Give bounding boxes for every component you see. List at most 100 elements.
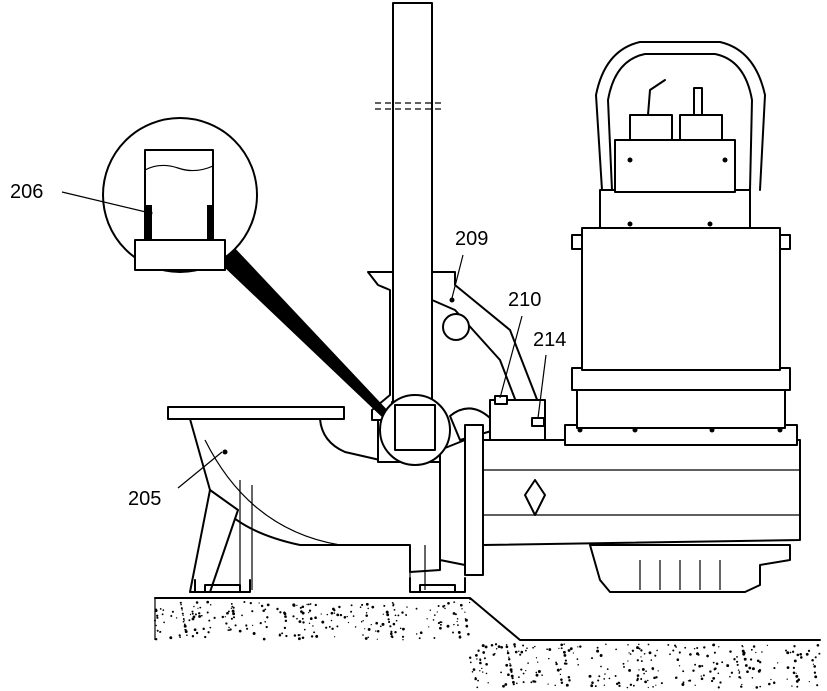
gravel-speck (652, 685, 654, 688)
gravel-speck (591, 657, 593, 660)
gravel-speck (626, 686, 629, 689)
gravel-speck (563, 643, 565, 645)
gravel-speck (371, 605, 375, 609)
gravel-speck (264, 608, 267, 611)
gravel-speck (490, 644, 494, 647)
gravel-speck (522, 644, 525, 647)
gravel-speck (415, 607, 418, 610)
gravel-speck (406, 606, 408, 608)
gravel-speck (182, 614, 184, 617)
gravel-speck (517, 676, 520, 679)
gravel-speck (284, 615, 287, 618)
gravel-speck (812, 663, 815, 665)
gravel-speck (381, 622, 385, 626)
callout-214: 214 (533, 329, 566, 351)
gravel-speck (509, 662, 511, 665)
gravel-speck (718, 646, 720, 648)
gravel-speck (338, 605, 341, 609)
gravel-speck (520, 650, 524, 654)
gravel-speck (266, 616, 269, 619)
gravel-speck (184, 630, 188, 634)
gravel-speck (509, 668, 513, 672)
gravel-speck (367, 607, 369, 610)
gravel-speck (676, 658, 680, 661)
gravel-speck (678, 665, 681, 667)
gravel-speck (397, 614, 400, 617)
gravel-speck (206, 600, 210, 604)
gravel-speck (508, 656, 510, 658)
gravel-speck (606, 668, 609, 670)
gravel-speck (390, 632, 393, 635)
gravel-speck (299, 606, 302, 609)
gravel-speck (464, 611, 466, 613)
gravel-speck (555, 662, 558, 666)
gravel-speck (388, 620, 391, 624)
gravel-speck (437, 605, 440, 607)
gravel-speck (688, 679, 692, 682)
gravel-speck (759, 685, 762, 688)
gravel-speck (183, 620, 185, 622)
gravel-speck (652, 668, 654, 671)
gravel-speck (647, 643, 650, 646)
gravel-speck (577, 663, 580, 666)
gravel-speck (541, 674, 543, 676)
gravel-speck (638, 643, 640, 646)
gravel-speck (213, 616, 216, 620)
gravel-speck (191, 635, 195, 638)
gravel-speck (631, 649, 635, 652)
gravel-speck (383, 604, 386, 607)
gravel-speck (750, 648, 753, 651)
gravel-speck (509, 664, 512, 667)
gravel-speck (776, 662, 779, 664)
gravel-speck (365, 602, 369, 606)
gravel-speck (813, 665, 817, 668)
gravel-speck (459, 603, 463, 607)
gravel-speck (729, 675, 731, 678)
gravel-speck (640, 678, 643, 680)
gravel-speck (188, 619, 191, 622)
gravel-speck (336, 625, 339, 628)
gravel-speck (548, 648, 552, 651)
gravel-speck (292, 603, 296, 607)
gravel-speck (792, 666, 796, 670)
gravel-speck (333, 636, 336, 638)
gravel-speck (471, 670, 474, 673)
gravel-speck (362, 634, 364, 636)
gravel-speck (179, 601, 182, 604)
gravel-speck (505, 645, 509, 649)
gravel-speck (568, 679, 571, 682)
gravel-speck (594, 685, 597, 688)
gravel-speck (447, 601, 450, 605)
gravel-speck (354, 626, 357, 628)
gravel-speck (246, 627, 249, 630)
gravel-speck (162, 609, 165, 611)
gravel-speck (712, 677, 716, 680)
gravel-texture (153, 600, 821, 689)
gravel-speck (693, 647, 696, 650)
gravel-speck (795, 674, 799, 678)
gravel-speck (749, 658, 753, 661)
gravel-speck (182, 618, 185, 620)
gravel-speck (195, 631, 199, 635)
gravel-speck (468, 656, 472, 660)
gravel-speck (719, 681, 722, 684)
gravel-speck (712, 644, 715, 647)
gravel-speck (736, 660, 739, 663)
gravel-speck (569, 647, 573, 651)
ground (153, 597, 821, 689)
gravel-speck (755, 651, 757, 654)
gravel-speck (189, 613, 192, 616)
gravel-speck (643, 652, 646, 655)
gravel-speck (180, 603, 182, 606)
gravel-speck (433, 637, 436, 639)
gravel-speck (359, 606, 362, 608)
gravel-speck (628, 668, 632, 672)
gravel-speck (560, 643, 564, 647)
gravel-speck (155, 624, 157, 627)
gravel-speck (507, 658, 511, 661)
gravel-speck (306, 603, 308, 606)
gravel-speck (791, 685, 793, 687)
gravel-speck (502, 684, 505, 688)
gravel-speck (405, 614, 408, 616)
gravel-speck (811, 658, 814, 662)
